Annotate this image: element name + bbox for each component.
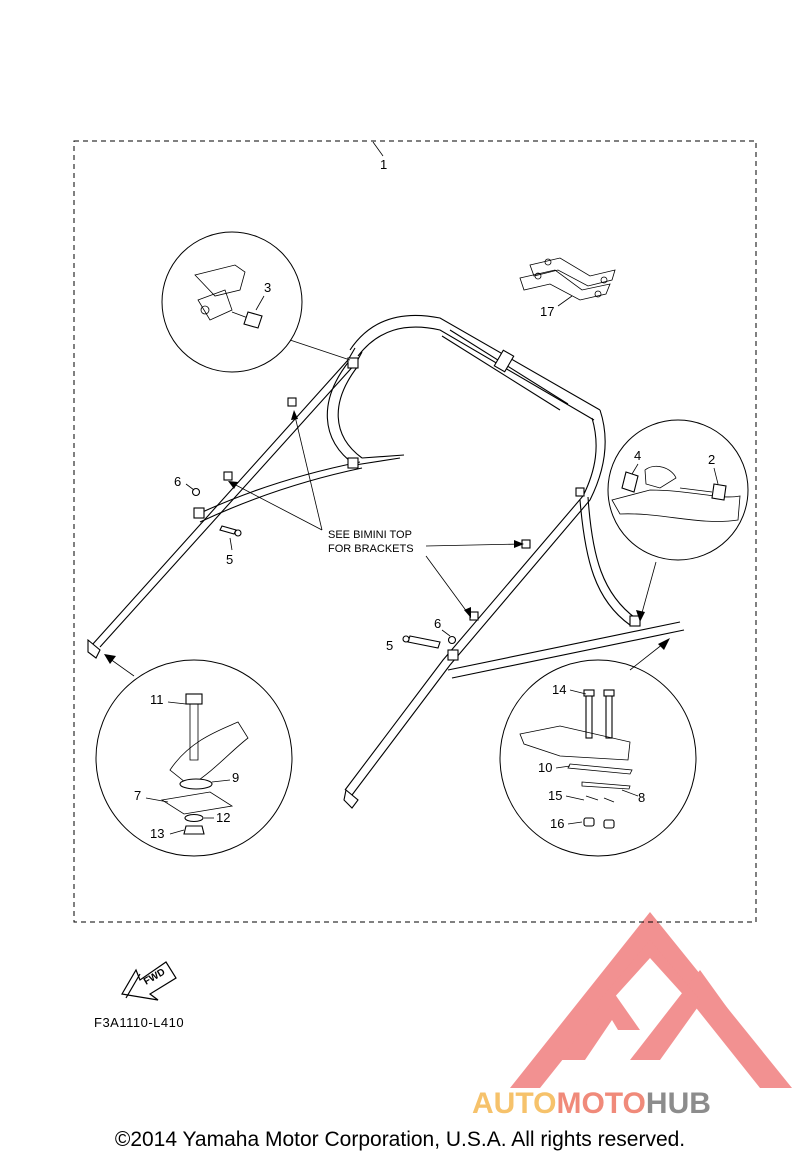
- leader-14: [569, 689, 587, 695]
- callout-3: 3: [264, 280, 271, 295]
- leader-11: [167, 701, 187, 705]
- callout-7: 7: [134, 788, 141, 803]
- assembly-boundary: [73, 140, 757, 923]
- leader-3: [255, 295, 265, 311]
- callout-9: 9: [232, 770, 239, 785]
- callout-17: 17: [540, 304, 554, 319]
- leader-7: [145, 797, 169, 803]
- leader-1: [372, 141, 384, 157]
- leader-13: [169, 829, 185, 835]
- leader-detail-knob: [289, 339, 351, 361]
- fwd-arrow-icon: [121, 961, 177, 1001]
- leader-5-left: [229, 537, 233, 551]
- note-line-1: SEE BIMINI TOP: [328, 529, 412, 541]
- leader-16: [567, 821, 583, 825]
- callout-13: 13: [150, 826, 164, 841]
- watermark-moto: MOTO: [556, 1087, 645, 1120]
- leader-6-left: [185, 483, 195, 491]
- leader-17: [557, 295, 573, 307]
- callout-5-right: 5: [386, 638, 393, 653]
- detail-circle-mount-right: [499, 638, 697, 857]
- watermark-logo: [510, 912, 792, 1088]
- callout-1: 1: [380, 157, 387, 172]
- callout-5-left: 5: [226, 552, 233, 567]
- detail-circle-knob: [161, 231, 351, 373]
- leader-8: [621, 789, 639, 797]
- callout-8: 8: [638, 790, 645, 805]
- callout-15: 15: [548, 788, 562, 803]
- detail-circle-knobs: [607, 419, 749, 622]
- callout-11: 11: [150, 692, 164, 707]
- tower-frame: [87, 314, 685, 809]
- leader-9: [211, 779, 231, 783]
- callout-6-left: 6: [174, 474, 181, 489]
- leader-2: [713, 467, 719, 485]
- callout-4: 4: [634, 448, 641, 463]
- leader-10: [555, 765, 571, 769]
- bracket-17: [519, 257, 616, 301]
- leader-6-right: [441, 629, 451, 637]
- bolt-right: [402, 635, 457, 649]
- callout-6-right: 6: [434, 616, 441, 631]
- callout-10: 10: [538, 760, 552, 775]
- callout-2: 2: [708, 452, 715, 467]
- callout-12: 12: [216, 810, 230, 825]
- leader-15: [565, 795, 585, 801]
- callout-16: 16: [550, 816, 564, 831]
- callout-14: 14: [552, 682, 566, 697]
- note-leaders: [228, 410, 524, 618]
- watermark-text: AUTOMOTOHUB: [472, 1087, 711, 1120]
- watermark-auto: AUTO: [472, 1087, 556, 1120]
- detail-circle-mount-left: [95, 654, 293, 857]
- watermark-hub: HUB: [646, 1087, 711, 1120]
- leader-4: [631, 463, 639, 475]
- copyright-notice: ©2014 Yamaha Motor Corporation, U.S.A. A…: [114, 1128, 686, 1151]
- diagram-code: F3A1110-L410: [94, 1015, 184, 1030]
- bolt-left: [191, 487, 242, 537]
- note-line-2: FOR BRACKETS: [328, 543, 414, 555]
- leader-detail-knobs: [639, 561, 657, 621]
